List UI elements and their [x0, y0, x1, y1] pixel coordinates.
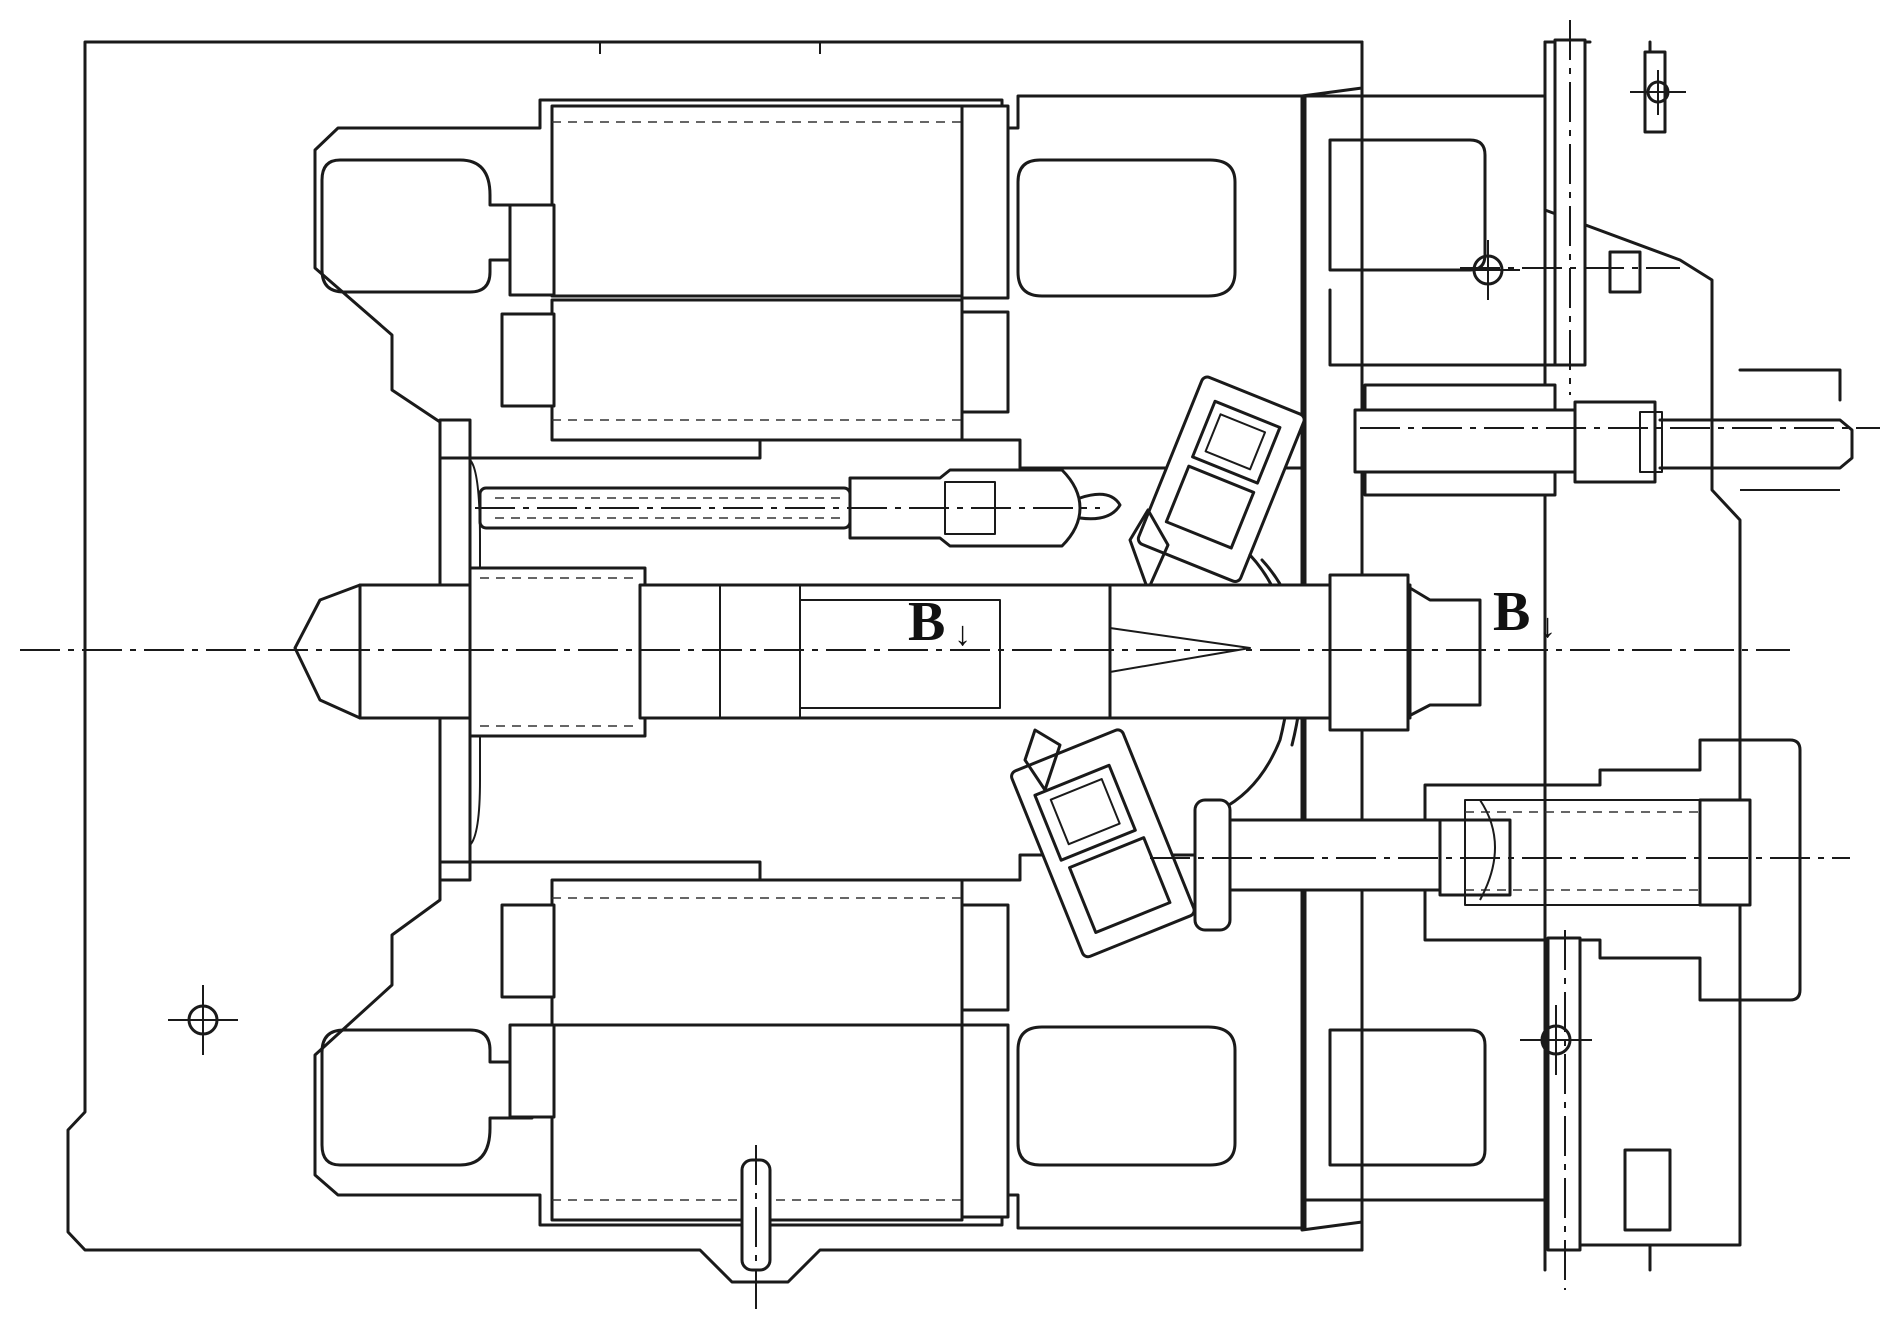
lower-linkage — [1023, 728, 1062, 792]
upper-right-plunger — [1353, 368, 1854, 497]
reference-target-upper — [1455, 240, 1520, 300]
upper-linkage — [1128, 508, 1170, 592]
reference-target-lower — [1520, 1005, 1592, 1075]
stator-block-top — [313, 94, 1307, 470]
section-letter: B — [1493, 581, 1530, 643]
reference-target-left — [168, 985, 238, 1055]
section-arrow: ↓ — [1539, 608, 1556, 645]
section-arrow: ↓ — [954, 616, 971, 653]
upper-right-pocket — [1328, 138, 1562, 367]
section-marker-right: B ↓ — [1493, 581, 1556, 645]
section-marker-left: B ↓ — [908, 591, 971, 653]
main-shaft — [293, 566, 1482, 738]
section-letter: B — [908, 591, 945, 653]
lower-right-valve — [1193, 738, 1802, 1002]
reference-target-topright — [1630, 70, 1686, 115]
lower-roller-assembly — [1010, 728, 1196, 959]
centre-lines — [20, 20, 1880, 1310]
upper-roller-assembly — [1136, 375, 1306, 584]
stator-block-bottom — [313, 853, 1487, 1230]
